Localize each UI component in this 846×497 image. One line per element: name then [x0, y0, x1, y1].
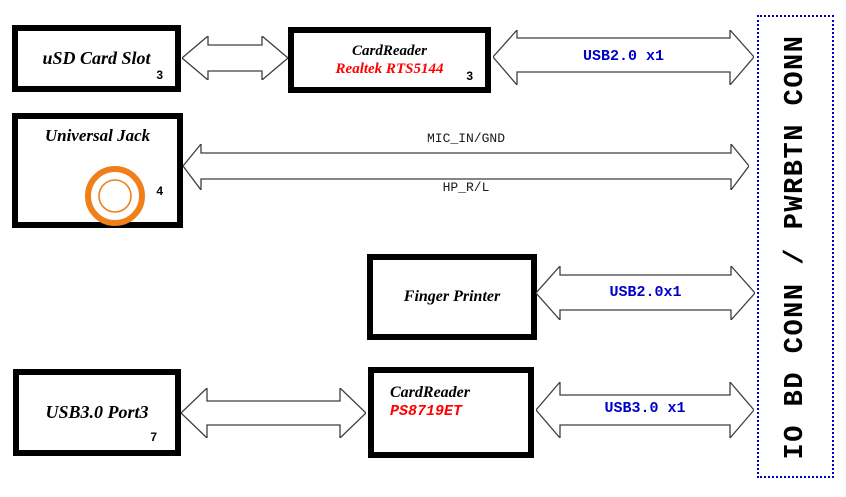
usb3-port3-box: USB3.0 Port3 7 — [13, 369, 181, 456]
audio-jack-icon — [85, 166, 145, 226]
usb3-x1-label: USB3.0 x1 — [604, 400, 686, 417]
universal-jack-page-ref: 4 — [156, 184, 163, 198]
usb2-x1-label: USB2.0 x1 — [582, 48, 664, 65]
usb3-x1-arrow — [536, 382, 754, 438]
usb2-x1-fp-arrow — [536, 266, 755, 320]
io-bd-conn-label: IO BD CONN / PWRBTN CONN — [780, 34, 811, 459]
universal-jack-box: Universal Jack 4 — [12, 113, 183, 228]
bidirectional-arrow — [182, 36, 288, 80]
cardreader-parade-title: CardReader — [390, 384, 470, 401]
finger-printer-box: Finger Printer — [367, 254, 537, 340]
hp-r-l-label: HP_R/L — [442, 180, 490, 195]
usb3-port3-page-ref: 7 — [150, 430, 157, 444]
universal-jack-label: Universal Jack — [44, 126, 151, 145]
usb2-x1-fp-label: USB2.0x1 — [609, 284, 682, 301]
cardreader-parade-chip: PS8719ET — [390, 403, 463, 420]
cardreader-realtek-title: CardReader — [352, 43, 427, 60]
cardreader-realtek-box: CardReader Realtek RTS5144 3 — [288, 27, 491, 93]
cardreader-realtek-page-ref: 3 — [466, 69, 473, 83]
cardreader-parade-box: CardReader PS8719ET — [368, 367, 534, 458]
audio-signals-arrow — [183, 144, 749, 190]
usd-card-slot-page-ref: 3 — [156, 68, 163, 82]
usd-card-slot-label: uSD Card Slot — [42, 48, 151, 69]
mic-in-gnd-label: MIC_IN/GND — [426, 131, 505, 146]
io-bd-conn-block: IO BD CONN / PWRBTN CONN — [757, 15, 834, 478]
usd-card-slot-box: uSD Card Slot 3 — [12, 25, 181, 92]
bidirectional-arrow — [181, 388, 366, 438]
cardreader-realtek-chip: Realtek RTS5144 — [335, 60, 444, 77]
finger-printer-label: Finger Printer — [403, 288, 501, 305]
usb3-port3-label: USB3.0 Port3 — [45, 402, 149, 423]
usb2-x1-arrow — [493, 30, 754, 85]
